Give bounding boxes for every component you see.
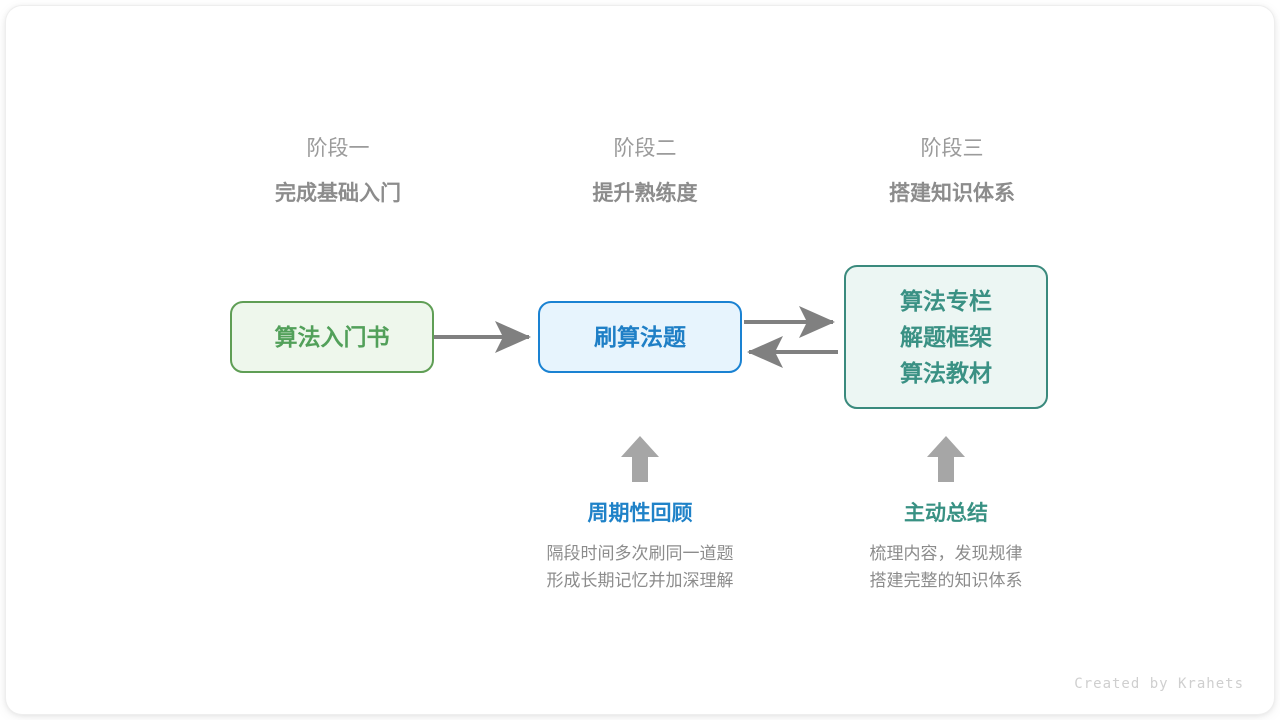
annotation-active-summary: 主动总结 梳理内容，发现规律 搭建完整的知识体系	[796, 431, 1096, 594]
node-resources[interactable]: 算法专栏 解题框架 算法教材	[844, 265, 1048, 409]
node-intro-book[interactable]: 算法入门书	[230, 301, 434, 373]
diagram-canvas: 阶段一 完成基础入门 阶段二 提升熟练度 阶段三 搭建知识体系 算法入门书 刷算…	[6, 6, 1274, 714]
node-line: 刷算法题	[594, 324, 686, 350]
stage-title-label: 提升熟练度	[592, 182, 698, 205]
annotation-desc-line: 梳理内容，发现规律	[869, 544, 1023, 563]
annotation-desc-line: 隔段时间多次刷同一道题	[546, 544, 734, 563]
up-arrow-icon	[796, 431, 1096, 483]
node-practice[interactable]: 刷算法题	[538, 301, 742, 373]
credit-label: Created by Krahets	[1074, 676, 1244, 692]
stage-phase-label: 阶段三	[920, 137, 984, 160]
up-arrow-icon	[490, 431, 790, 483]
stage-header-2: 阶段二 提升熟练度	[515, 134, 775, 210]
stage-phase-label: 阶段二	[613, 137, 677, 160]
node-line: 算法入门书	[274, 324, 390, 350]
node-line: 算法专栏	[900, 288, 992, 314]
annotation-desc-line: 形成长期记忆并加深理解	[546, 571, 734, 590]
stage-phase-label: 阶段一	[306, 137, 370, 160]
annotation-periodic-review: 周期性回顾 隔段时间多次刷同一道题 形成长期记忆并加深理解	[490, 431, 790, 594]
annotation-title: 周期性回顾	[587, 502, 693, 525]
annotation-desc-line: 搭建完整的知识体系	[869, 571, 1023, 590]
node-line: 算法教材	[900, 360, 992, 386]
node-line: 解题框架	[900, 324, 992, 350]
stage-title-label: 搭建知识体系	[889, 182, 1015, 205]
stage-title-label: 完成基础入门	[275, 182, 401, 205]
stage-header-3: 阶段三 搭建知识体系	[822, 134, 1082, 210]
annotation-title: 主动总结	[904, 502, 988, 525]
stage-header-1: 阶段一 完成基础入门	[208, 134, 468, 210]
